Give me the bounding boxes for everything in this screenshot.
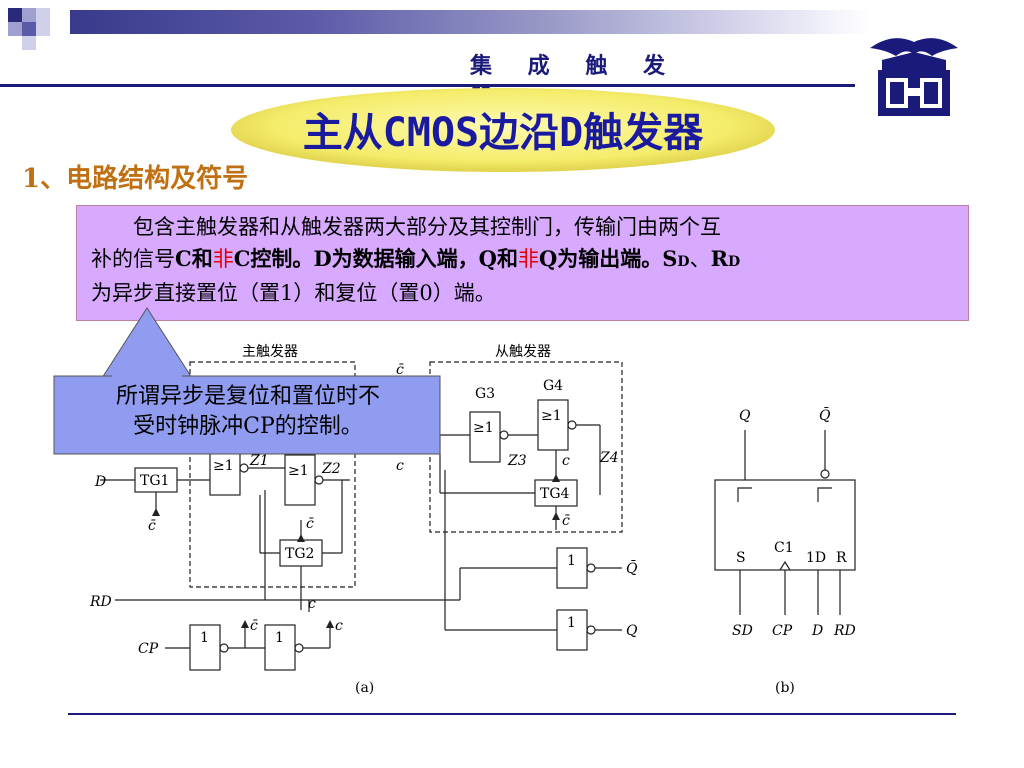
callout-line2: 受时钟脉冲CP的控制。 [133,414,363,439]
desc-text: R [710,246,729,271]
desc-line3: 为异步直接置位（置1）和复位（置0）端。 [91,281,496,305]
cp-input-label: CP [138,641,159,657]
b-sd-label: SD [732,623,753,639]
cp-c-label: c [335,618,343,634]
q-bar-output-label: Q̄ [626,559,638,577]
q-gate-symbol: 1 [567,615,576,631]
desc-text: Q和 [478,246,518,271]
university-logo [870,38,958,116]
master-c-label: c [396,458,404,474]
desc-line2: 补的信号C和非C控制。D为数据输入端，Q和非Q为输出端。SD、RD [91,243,740,278]
master-gate-2-symbol: ≥1 [288,463,309,479]
tg1-label: TG1 [140,473,169,489]
b-r-label: R [836,550,847,566]
tg4-cbar-label: c̄ [562,513,570,529]
tg4-c-label: c [562,453,570,469]
master-box [189,361,356,588]
logic-symbol-diagram-b: Q Q̄ S C1 1D R SD CP D RD (b) [714,406,856,696]
b-d-label: D [811,623,823,639]
circuit-diagram-a: 主触发器 从触发器 TG1 TG2 TG4 G3 G4 ≥1 ≥1 ≥1 ≥1 … [89,344,638,696]
tg2-label: TG2 [285,546,314,562]
q-bar-gate-symbol: 1 [567,553,576,569]
title-ellipse [231,88,775,172]
desc-subscript: D [677,254,690,270]
g3-symbol: ≥1 [473,420,494,436]
master-label: 主触发器 [242,344,298,360]
main-title: 主从CMOS边沿D触发器 [302,110,704,156]
b-c1-label: C1 [774,540,794,556]
tg2-c-label: c [308,596,316,612]
tg2-cbar-label: c̄ [306,516,314,532]
diagram-b-caption: (b) [775,680,795,696]
desc-text: C控制。 [233,246,314,271]
desc-text: C和 [175,246,213,271]
desc-subscript: D [728,254,741,270]
d-input-label: D [94,474,106,490]
z1-label: Z1 [249,453,269,469]
corner-decoration [8,8,50,50]
rd-input-label: RD [89,594,112,610]
desc-text-red: 非 [212,247,234,271]
footer-divider [68,713,956,715]
tg4-label: TG4 [540,486,570,502]
b-s-label: S [736,550,746,566]
desc-text: D为数据输入端， [313,246,479,271]
desc-line1: 包含主触发器和从触发器两大部分及其控制门，传输门由两个互 [133,215,721,239]
g4-label: G4 [543,378,563,394]
tg1-cbar-label: c̄ [148,518,156,534]
b-1d-label: 1D [806,550,826,566]
slave-box [429,361,623,533]
b-qbar-label: Q̄ [819,406,831,424]
master-gate-1-symbol: ≥1 [213,458,234,474]
desc-text: Q为输出端。 [538,246,663,271]
cp-inverter-1-symbol: 1 [200,630,209,646]
master-cbar-label: c̄ [396,362,404,378]
desc-text: 、 [689,247,711,271]
g3-label: G3 [475,386,495,402]
z3-label: Z3 [507,453,527,469]
z2-label: Z2 [321,461,341,477]
q-output-label: Q [626,623,638,639]
desc-text: 补的信号 [91,247,175,271]
callout-line1: 所谓异步是复位和置位时不 [115,384,380,409]
diagram-a-caption: (a) [355,680,374,696]
header-gradient-bar [70,10,870,34]
callout-text: 所谓异步是复位和置位时不 受时钟脉冲CP的控制。 [56,382,440,442]
desc-text-red: 非 [517,247,539,271]
desc-text: S [662,246,678,271]
callout-bubble [53,307,441,455]
description-box: 包含主触发器和从触发器两大部分及其控制门，传输门由两个互 补的信号C和非C控制。… [76,205,969,321]
b-cp-label: CP [772,623,793,639]
b-rd-label: RD [833,623,856,639]
slave-label: 从触发器 [495,344,551,360]
z4-label: Z4 [599,450,619,466]
b-q-label: Q [739,408,751,424]
header-divider [0,84,855,87]
cp-inverter-2-symbol: 1 [275,630,284,646]
cp-cbar-label: c̄ [250,618,258,634]
section-title: 1、电路结构及符号 [22,164,249,194]
g4-symbol: ≥1 [541,408,562,424]
